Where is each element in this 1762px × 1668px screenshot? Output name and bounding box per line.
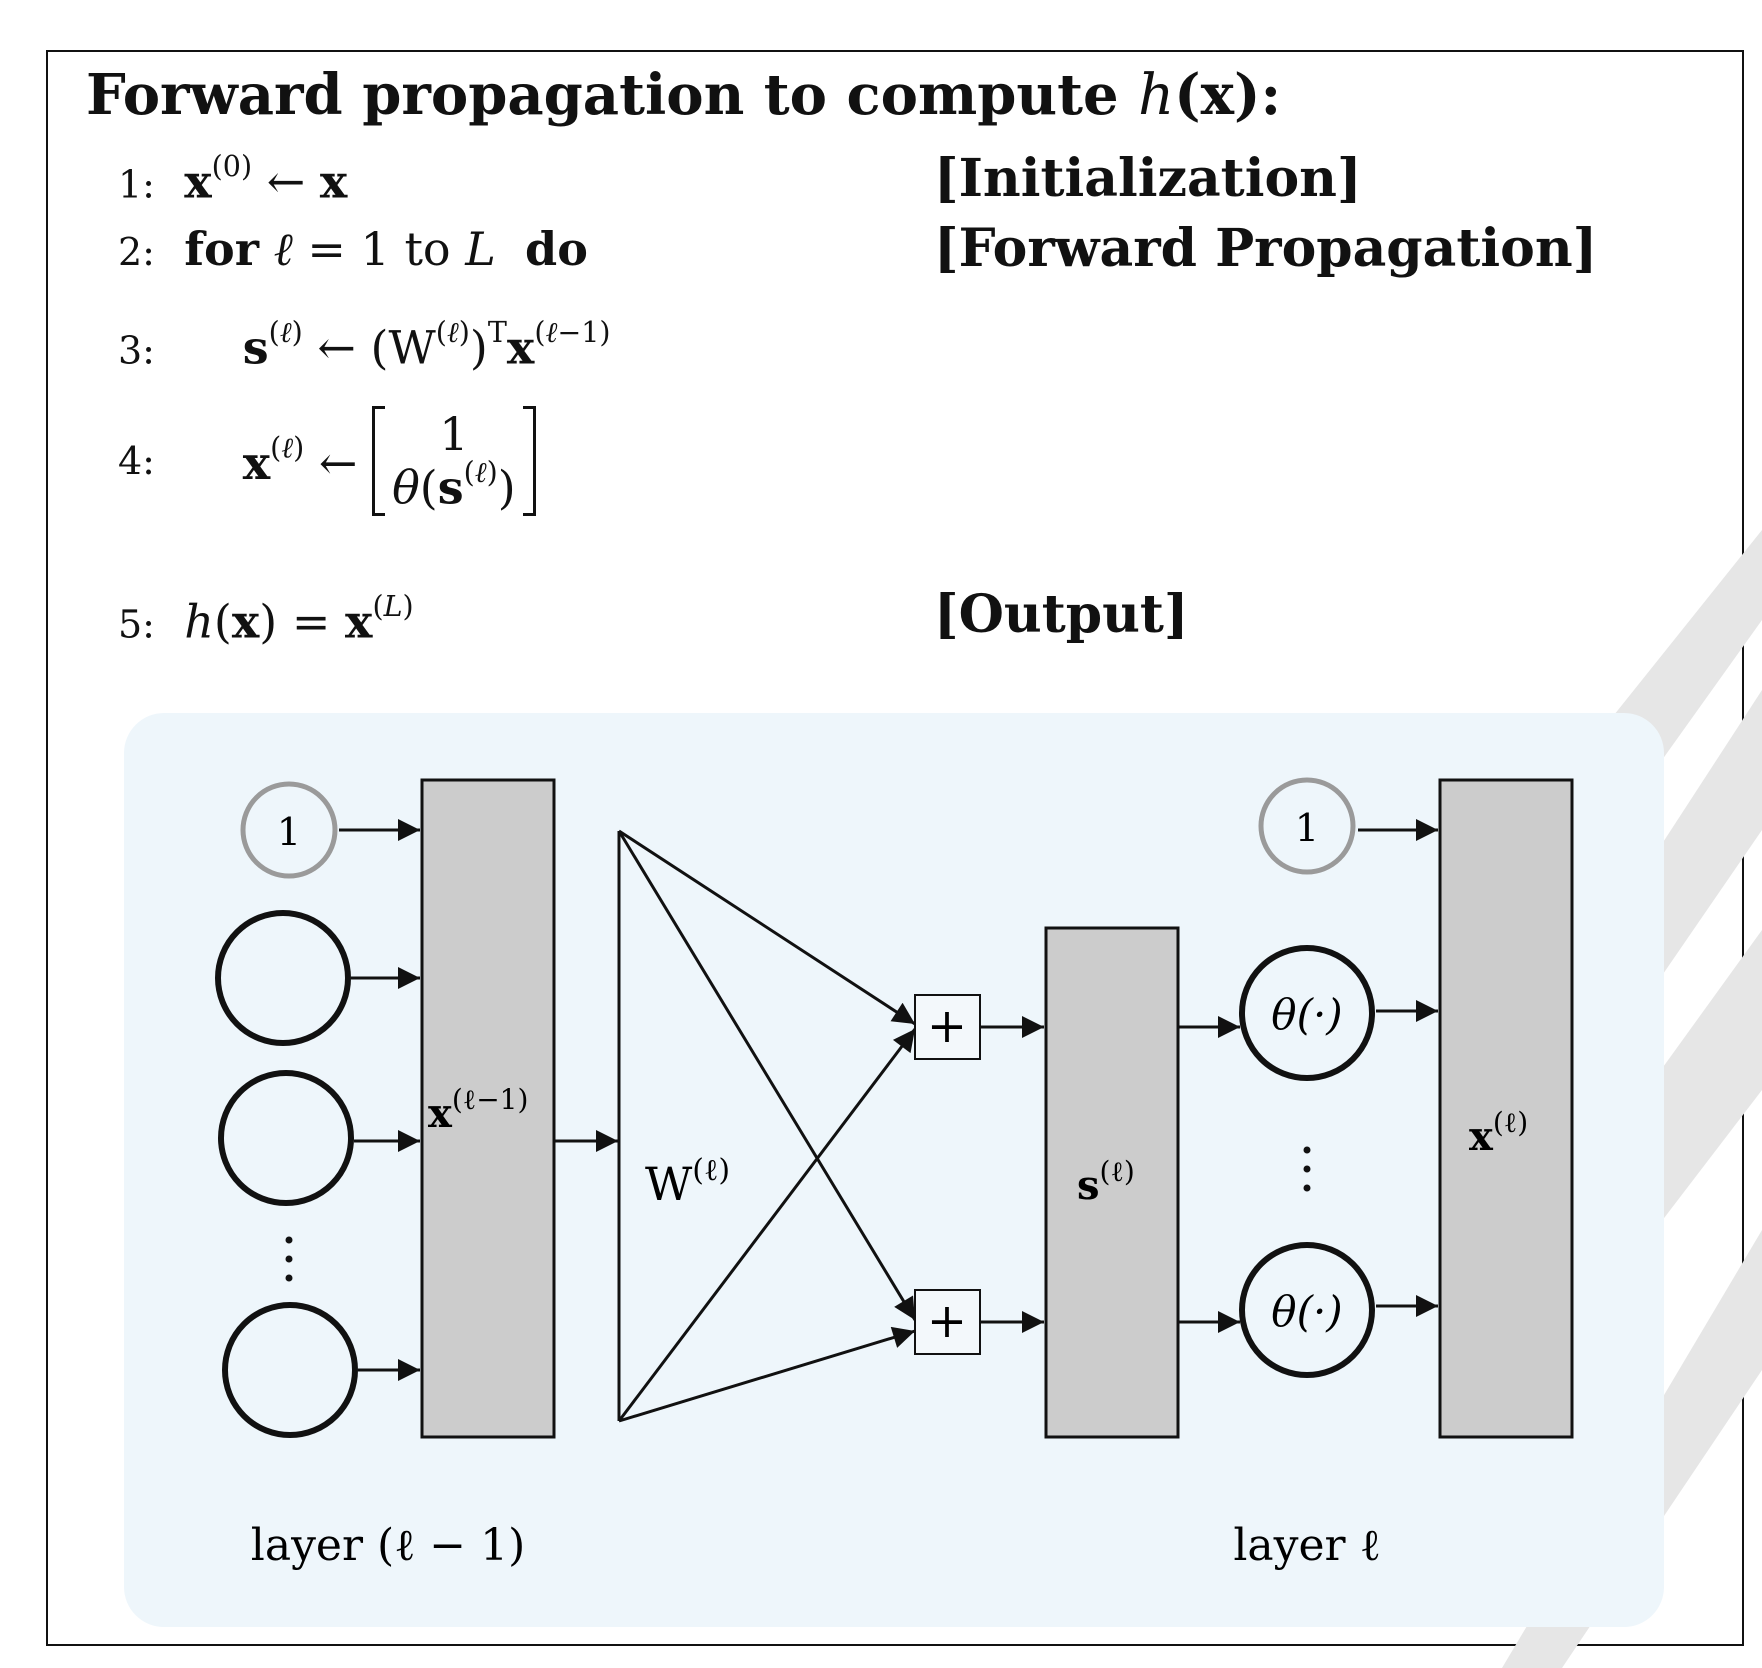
algorithm-title: Forward propagation to compute h(x):	[86, 62, 1282, 128]
weight-label: W(ℓ)	[645, 1153, 730, 1211]
algo-line-3: 3: s(ℓ) ← (W(ℓ))Tx(ℓ−1)	[118, 316, 611, 375]
input-node	[222, 1302, 358, 1438]
algo-line-2: 2: for ℓ = 1 to L do	[118, 222, 588, 276]
vertical-ellipsis-icon	[285, 1236, 293, 1282]
sum-node-top-label: +	[927, 998, 967, 1054]
box-s	[1044, 926, 1180, 1439]
algo-line-5: 5: h(x) = x(L)	[118, 590, 414, 649]
bias-node-right	[1258, 777, 1356, 875]
bias-node-right-label: 1	[1295, 806, 1319, 850]
vertical-ellipsis-icon	[1303, 1146, 1311, 1192]
input-node	[218, 1070, 354, 1206]
box-x-prev	[420, 778, 556, 1439]
input-node	[215, 910, 351, 1046]
diagram-panel	[124, 713, 1664, 1627]
note-output: [Output]	[934, 584, 1189, 645]
box-x-prev-label: x(ℓ−1)	[428, 1083, 528, 1137]
activation-node-bottom	[1239, 1242, 1375, 1378]
note-initialization: [Initialization]	[934, 148, 1362, 209]
sum-node-top	[914, 994, 981, 1060]
box-x-label: x(ℓ)	[1469, 1106, 1528, 1160]
bias-node-left-label: 1	[277, 810, 301, 854]
box-s-label: s(ℓ)	[1077, 1155, 1135, 1209]
weight-edge	[618, 1326, 916, 1423]
layer-right-label: layer ℓ	[1233, 1520, 1380, 1571]
sum-node-bottom-label: +	[927, 1293, 967, 1349]
layer-left-label: layer (ℓ − 1)	[251, 1520, 525, 1571]
sum-node-bottom	[914, 1289, 981, 1355]
bias-node-left	[240, 781, 338, 879]
activation-node-top-label: θ(·)	[1271, 990, 1342, 1039]
note-forward-propagation: [Forward Propagation]	[934, 218, 1598, 279]
algo-line-1: 1: x(0) ← x	[118, 150, 348, 209]
weight-edge	[617, 830, 917, 1321]
activation-node-top	[1239, 945, 1375, 1081]
activation-node-bottom-label: θ(·)	[1271, 1287, 1342, 1336]
weight-edge	[618, 829, 916, 1026]
box-x	[1438, 778, 1574, 1439]
weight-edge	[617, 1028, 917, 1422]
